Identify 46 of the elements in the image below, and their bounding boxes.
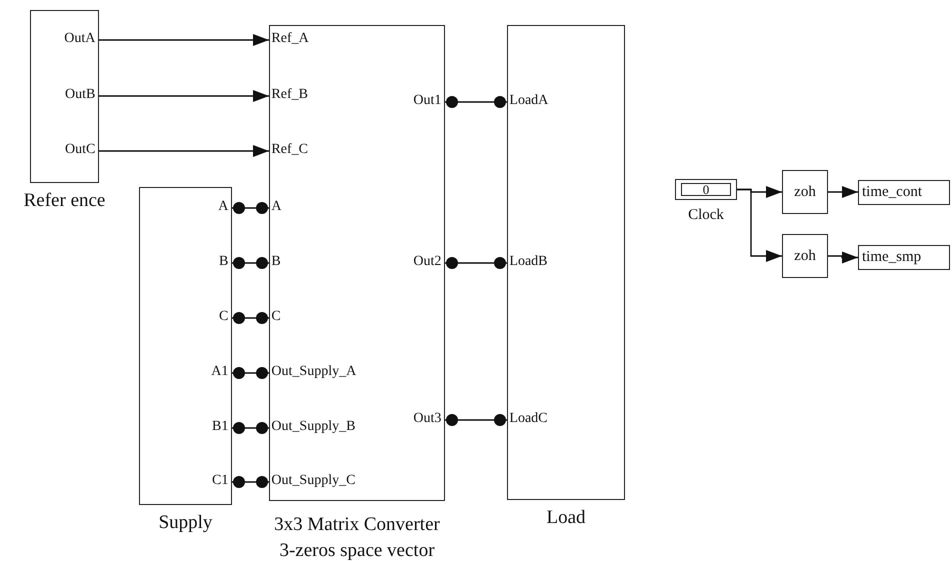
connection-line [232, 476, 269, 488]
port-label: LoadC [506, 410, 586, 428]
port-label: A [268, 198, 418, 216]
connection-line [232, 312, 269, 324]
port-label: A1 [181, 363, 232, 382]
port-label: Ref_A [268, 30, 418, 48]
signal-arrow [99, 90, 269, 102]
connection-line [232, 422, 269, 434]
connection-line [232, 257, 269, 269]
block-label: Supply [158, 511, 212, 535]
connection-line [445, 257, 507, 269]
signal-arrow [828, 186, 858, 198]
port-label: LoadA [506, 92, 586, 110]
block-label: Load [546, 506, 586, 530]
signal-arrow [737, 188, 782, 262]
connection-line [232, 202, 269, 214]
port-label: OutC [39, 141, 98, 160]
signal-arrow [828, 252, 858, 264]
block-label: Clock [688, 206, 724, 225]
port-label: OutB [39, 86, 98, 104]
port-label: Out_Supply_C [268, 472, 418, 490]
port-label: Ref_C [268, 141, 418, 160]
connection-line [232, 367, 269, 379]
port-label: B [181, 253, 232, 272]
output-block: time_cont [858, 180, 950, 205]
port-label: C1 [181, 472, 232, 490]
port-label: Out1 [384, 92, 444, 110]
connection-line [445, 414, 507, 426]
block-label: Refer ence [24, 189, 106, 213]
clock-display: 0 [681, 183, 731, 196]
port-label: A [181, 198, 232, 216]
connection-line [445, 96, 507, 108]
port-label: OutA [39, 30, 98, 48]
port-label: B1 [181, 418, 232, 436]
signal-arrow [99, 145, 269, 157]
port-label: C [268, 308, 418, 326]
output-block: time_smp [858, 245, 950, 270]
signal-arrow [99, 34, 269, 46]
port-label: Out2 [384, 253, 444, 272]
port-label: LoadB [506, 253, 586, 272]
block-label: 3x3 Matrix Converter [274, 513, 440, 537]
block-label: 3-zeros space vector [279, 539, 435, 563]
zoh-block: zoh [782, 234, 828, 278]
zoh-block: zoh [782, 170, 828, 214]
port-label: C [181, 308, 232, 326]
port-label: Out_Supply_A [268, 363, 418, 382]
